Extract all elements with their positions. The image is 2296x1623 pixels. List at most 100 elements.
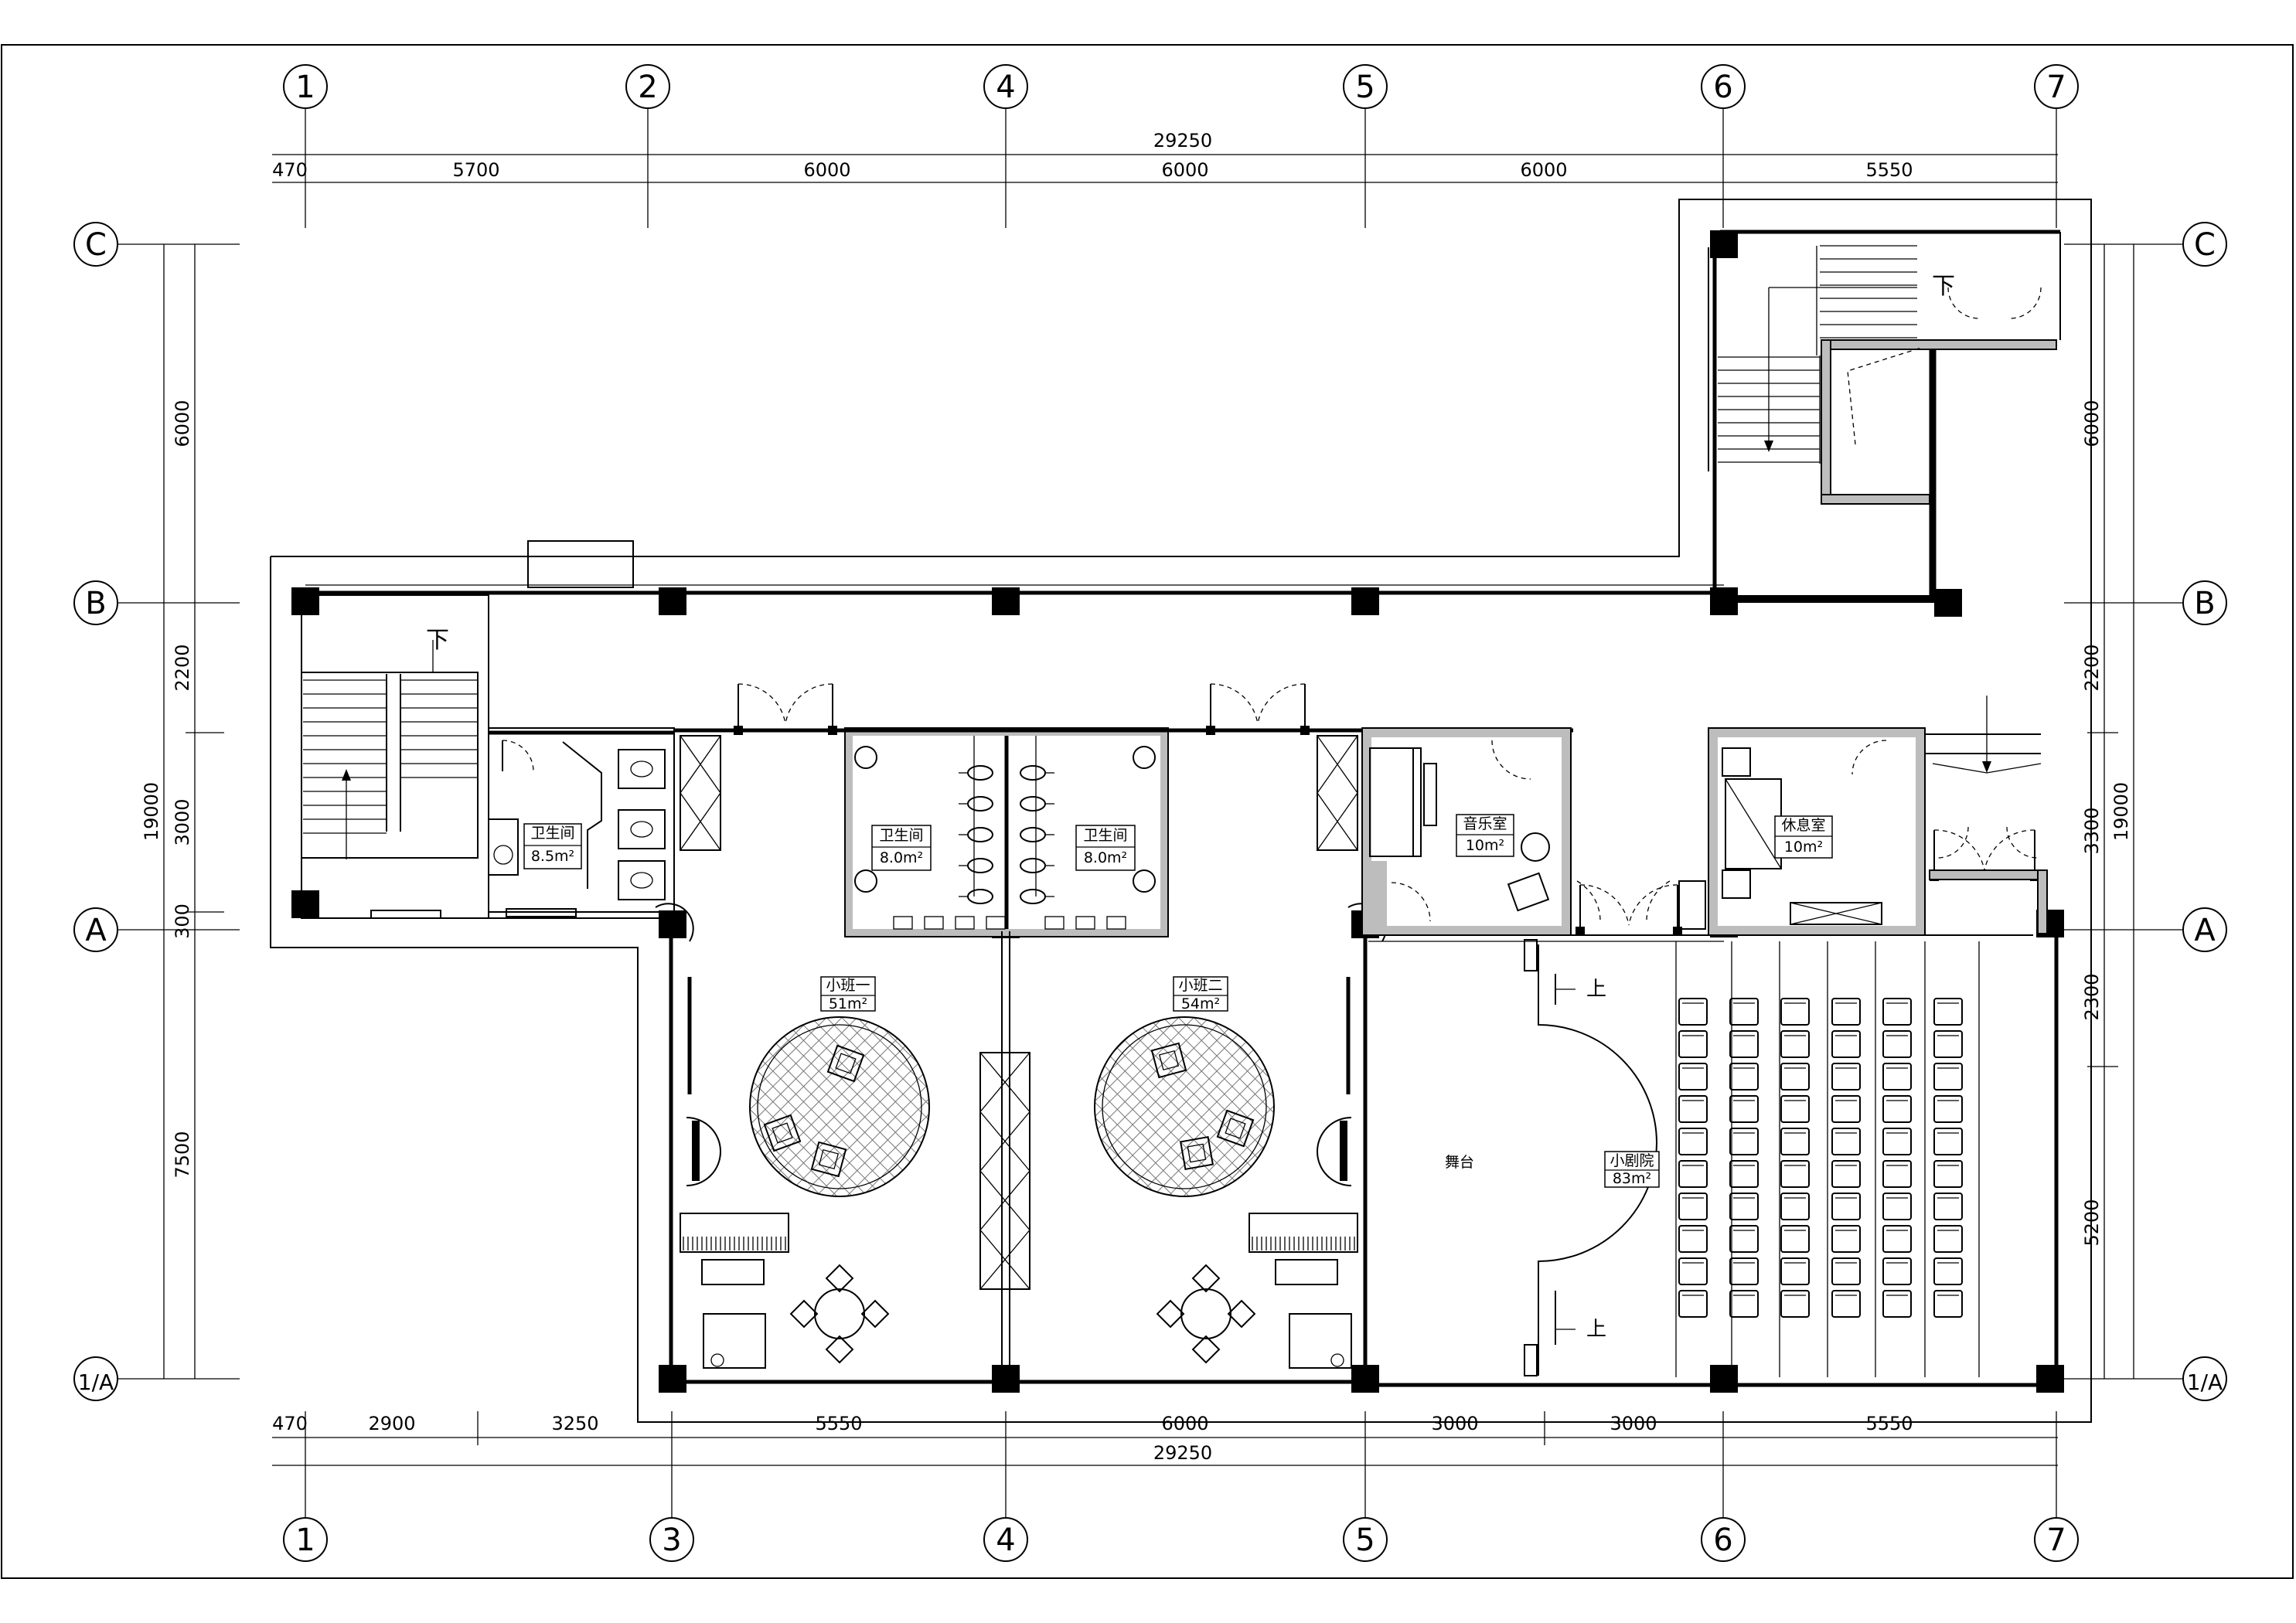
theater-seat [1729,1290,1759,1318]
theater-seat [1933,1095,1963,1123]
axis-bubble: 6 [1701,64,1746,109]
column [1351,587,1379,615]
theater-seat [1780,1030,1810,1058]
axis-label: 1 [295,70,315,105]
dim-bottom-span: 5550 [815,1413,862,1434]
dim-top-total: 29250 [1153,130,1212,151]
stair-down-label: 下 [426,627,449,654]
theater: 上 上 舞台 小剧院 83m² [1365,880,2059,1387]
room-area: 8.5m² [531,848,574,865]
axis-bubbles-left: C B A 1/A [73,222,155,1401]
axis-bubble: 7 [2034,64,2079,109]
theater-seat [1780,1225,1810,1253]
axis-bubble: A [2182,907,2227,952]
axis-label: 4 [996,1523,1015,1558]
theater-seat [1729,1128,1759,1155]
theater-seat [1780,1193,1810,1220]
axis-bubble: 4 [983,64,1028,109]
theater-seat [1678,1225,1708,1253]
axis-bubbles-right: C B A 1/A [2149,222,2227,1401]
axis-label: 4 [996,70,1015,105]
dim-left-total: 19000 [141,782,162,841]
theater-seat [1729,1030,1759,1058]
theater-seat [1882,1063,1912,1091]
theater-seat [1882,1257,1912,1285]
dim-top-span: 6000 [1161,159,1208,181]
room-area: 10m² [1784,839,1823,856]
axis-bubbles-top: 1 2 4 5 6 7 [283,64,2079,147]
axis-label: 5 [1355,70,1375,105]
room-name: 音乐室 [1463,815,1507,832]
dim-left-span: 300 [172,903,193,939]
theater-seat [1678,1160,1708,1188]
theater-seat [1678,1290,1708,1318]
column [1710,1365,1738,1393]
axis-label: A [85,913,107,948]
left-stair: 下 [301,594,489,919]
axis-label: B [2194,586,2215,621]
axis-bubble: 4 [983,1517,1028,1562]
column [291,890,319,918]
room-area: 8.0m² [880,849,923,866]
axis-label: 5 [1355,1523,1375,1558]
column [992,587,1020,615]
theater-seat [1882,1030,1912,1058]
right-entry [1925,696,2048,934]
dim-right-total: 19000 [2110,782,2132,841]
column [2036,1365,2064,1393]
theater-seat [1831,1030,1861,1058]
dim-left-span: 7500 [172,1131,193,1178]
column [992,1365,1020,1393]
axis-label: B [85,586,106,621]
theater-seat [1882,1128,1912,1155]
theater-seat [1882,1095,1912,1123]
exterior-wall-b [305,540,1952,603]
axis-bubble: 5 [1343,64,1388,109]
theater-seat [1678,1193,1708,1220]
theater-seat [1729,1160,1759,1188]
axis-label: 2 [638,70,657,105]
theater-seat [1831,1257,1861,1285]
theater-seat [1831,1160,1861,1188]
axis-bubble: 1/A [73,1356,118,1401]
right-stair: 下 [1708,230,2061,599]
axis-bubble: C [73,222,118,267]
room-name: 舞台 [1445,1154,1474,1171]
theater-seat [1882,1193,1912,1220]
theater-seat [1831,1225,1861,1253]
theater-seat [1780,1160,1810,1188]
theater-seat [1729,1225,1759,1253]
dimension-lines [155,147,2149,1476]
theater-seat [1678,998,1708,1026]
theater-seat [1831,1290,1861,1318]
theater-seat [1933,1290,1963,1318]
axis-label: 1 [295,1523,315,1558]
axis-label: C [2194,227,2216,263]
axis-bubble: B [73,580,118,625]
axis-label: 1/A [2187,1370,2223,1395]
dim-bottom-total: 29250 [1153,1442,1212,1464]
room-name: 卫生间 [879,827,923,844]
theater-seat [1933,998,1963,1026]
column [1934,589,1962,617]
axis-bubble: B [2182,580,2227,625]
theater-seat [1933,1257,1963,1285]
axis-label: 6 [1713,70,1732,105]
theater-seat [1729,1063,1759,1091]
stair-down-label: 下 [1932,273,1955,300]
axis-bubble: 5 [1343,1517,1388,1562]
toilet-left: 卫生间 8.5m² [488,727,675,919]
dim-bottom-span: 2900 [368,1413,415,1434]
theater-seat [1882,1225,1912,1253]
dim-top-470: 470 [272,159,308,181]
dim-left-span: 6000 [172,400,193,447]
theater-seat [1729,998,1759,1026]
room-name: 小班一 [826,977,870,994]
dim-top-span: 5700 [452,159,499,181]
dim-bottom-span: 3250 [551,1413,598,1434]
theater-seat [1678,1257,1708,1285]
stair-up-label: 上 [1586,978,1606,1001]
room-area: 83m² [1613,1170,1651,1187]
